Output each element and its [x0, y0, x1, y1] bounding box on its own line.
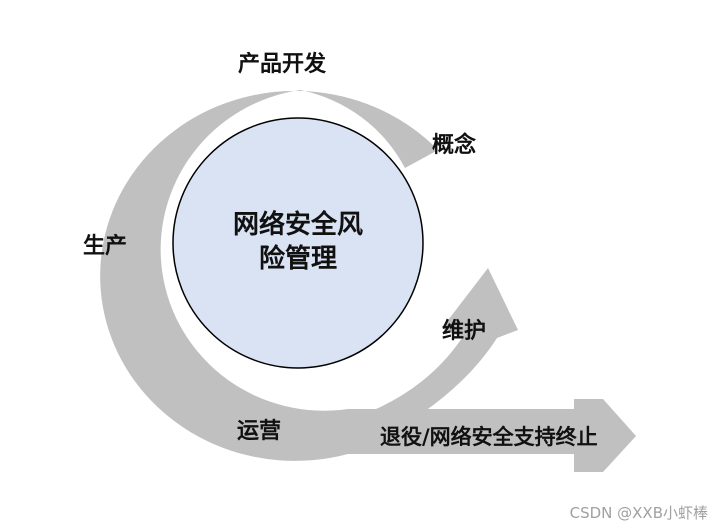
stage-label-product-dev: 产品开发: [238, 52, 327, 77]
maintenance-arrow: [335, 268, 518, 454]
stage-label-operation: 运营: [237, 419, 282, 444]
stage-label-retirement: 退役/网络安全支持终止: [380, 425, 598, 449]
center-title-line2: 险管理: [258, 244, 337, 274]
center-circle: [172, 117, 424, 369]
stage-label-maintenance: 维护: [442, 319, 487, 344]
center-title: 网络安全风 险管理: [183, 208, 413, 276]
stage-label-concept: 概念: [432, 133, 477, 158]
watermark: CSDN @XXB小虾棒: [569, 504, 708, 522]
circular-arrow-band: [100, 90, 576, 461]
retirement-arrowhead: [574, 399, 636, 472]
center-title-line1: 网络安全风: [232, 210, 363, 240]
stage-label-production: 生产: [83, 234, 128, 259]
